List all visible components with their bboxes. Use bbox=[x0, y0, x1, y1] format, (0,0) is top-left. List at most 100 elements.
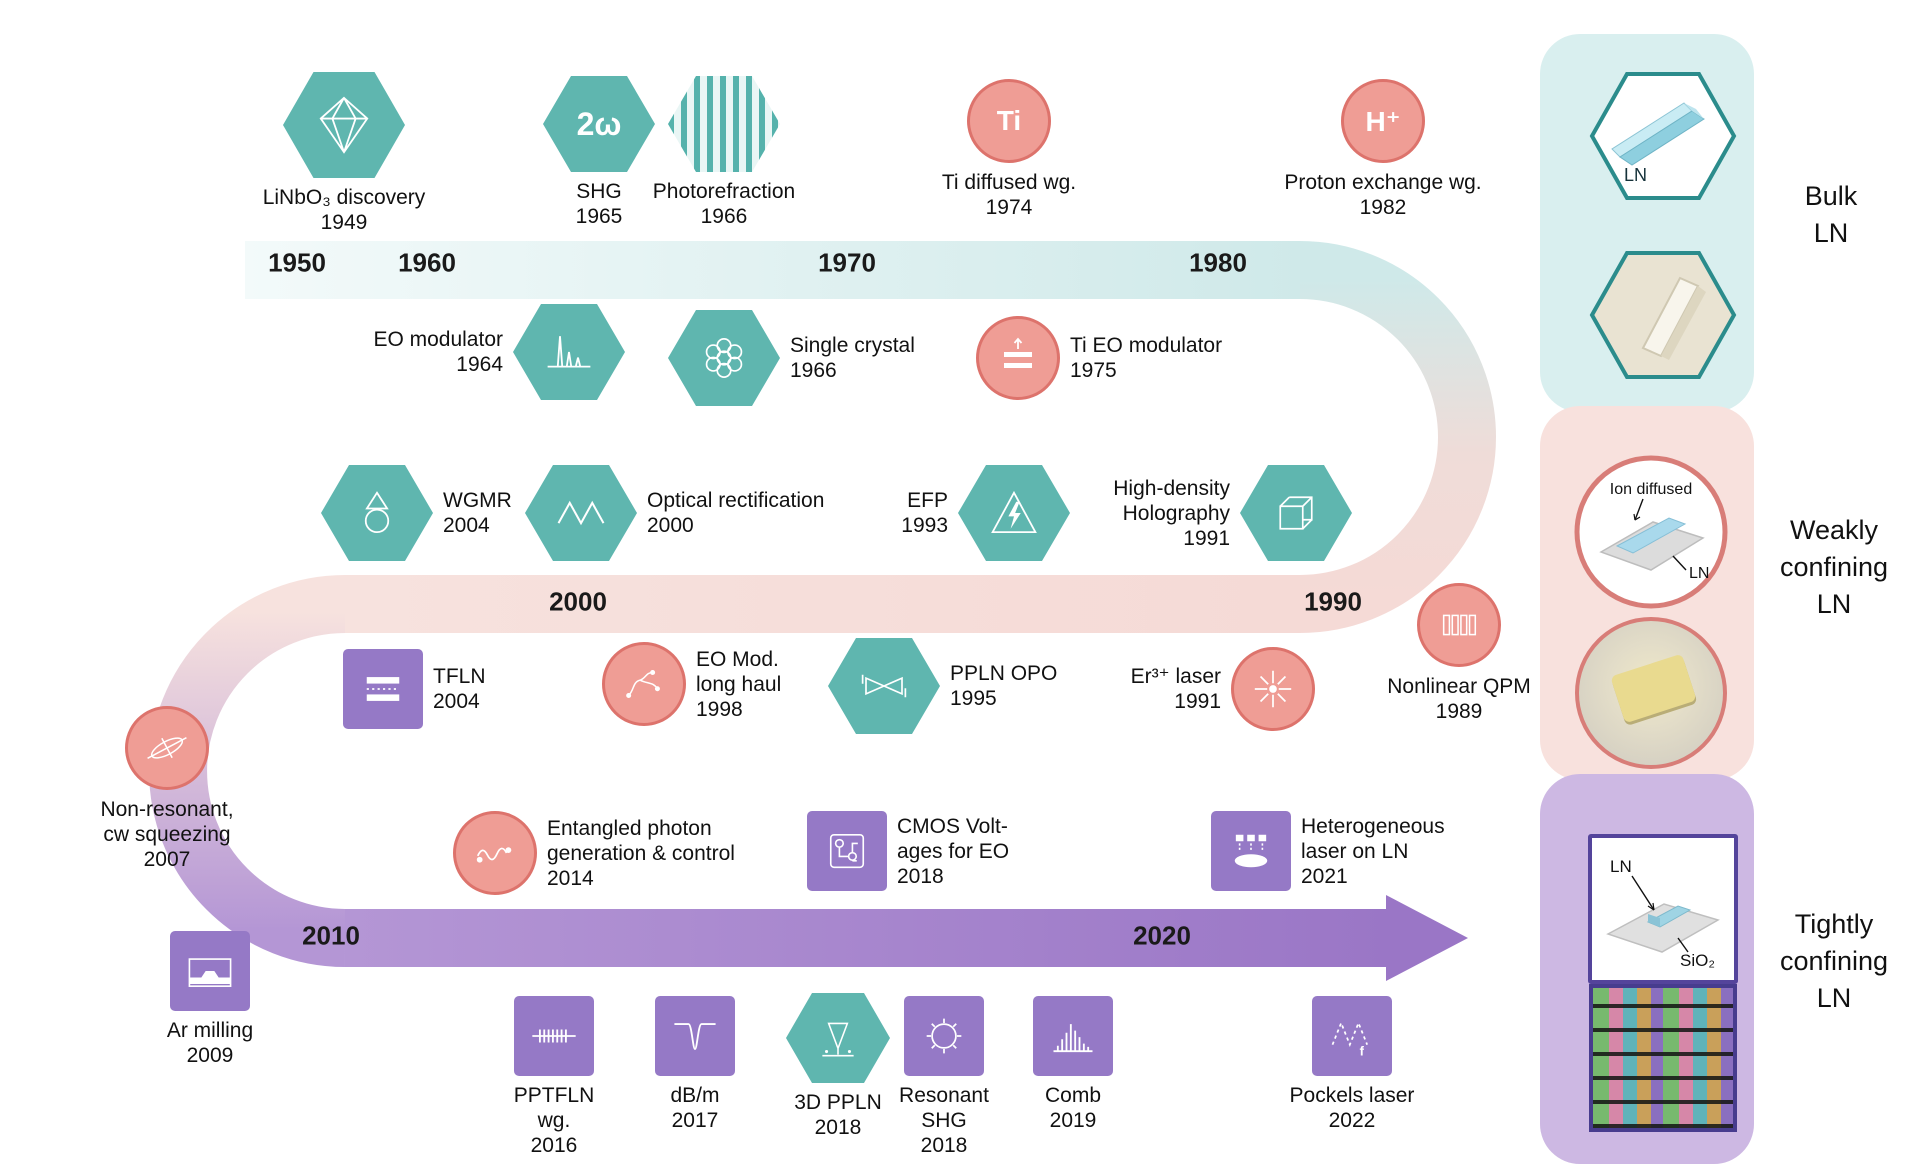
year-1970: 1970 bbox=[818, 247, 876, 278]
eo-mod-long-haul-circle bbox=[602, 642, 686, 726]
photon-wave-icon bbox=[476, 847, 512, 863]
cmos-square bbox=[807, 811, 887, 891]
ti-icon: Ti bbox=[996, 105, 1022, 136]
crystal-photo-streak bbox=[1610, 653, 1698, 724]
photorefraction-hexagon bbox=[668, 76, 780, 172]
svg-text:f: f bbox=[1360, 1044, 1365, 1059]
year-1950: 1950 bbox=[268, 247, 326, 278]
ti-circle: Ti bbox=[967, 79, 1051, 163]
wgmr-hexagon bbox=[321, 465, 433, 561]
periodic-poling-icon bbox=[532, 1029, 576, 1043]
entangled-photon-circle bbox=[453, 811, 537, 895]
proton-circle: H⁺ bbox=[1341, 79, 1425, 163]
crystal-hexagon bbox=[283, 72, 405, 178]
thin-film-icon bbox=[366, 677, 400, 701]
holography-hexagon bbox=[1240, 465, 1352, 561]
event-label: Ti diffused wg.1974 bbox=[941, 171, 1077, 219]
tfln-square bbox=[343, 649, 423, 729]
qpm-circle bbox=[1417, 583, 1501, 667]
year-1960: 1960 bbox=[398, 247, 456, 278]
laser-writing-cone-icon bbox=[822, 1022, 854, 1057]
ti-eo-modulator-circle bbox=[976, 316, 1060, 400]
bowtie-cavity-icon bbox=[861, 674, 907, 698]
event-proton-exchange: H⁺ Proton exchange wg.1982 bbox=[1253, 79, 1513, 220]
year-2010: 2010 bbox=[302, 920, 360, 951]
sio2-label: SiO₂ bbox=[1680, 951, 1715, 970]
ridge-waveguide-svg: LN SiO₂ bbox=[1606, 857, 1720, 970]
optical-rectification-hexagon bbox=[525, 465, 637, 561]
honeycomb-icon bbox=[705, 338, 743, 378]
frequency-comb-icon bbox=[1053, 1024, 1093, 1053]
legend-bulk-ln-photo bbox=[1588, 250, 1738, 385]
ln-ridge-label: LN bbox=[1610, 857, 1632, 876]
ln-bar-hexagon: LN bbox=[1589, 72, 1737, 200]
burst-icon bbox=[1254, 670, 1292, 708]
event-label: Proton exchange wg.1982 bbox=[1284, 171, 1482, 219]
ar-milling-square bbox=[170, 931, 250, 1011]
legend-bulk-ln-diagram: LN bbox=[1588, 71, 1738, 206]
bulk-crystal-photo-hexagon bbox=[1589, 251, 1737, 379]
resonator-icon bbox=[364, 491, 390, 534]
event-ti-diffused-wg: Ti Ti diffused wg.1974 bbox=[909, 79, 1109, 220]
pptfln-square bbox=[514, 996, 594, 1076]
capacitor-icon bbox=[1004, 337, 1032, 368]
laser-on-ln-icon bbox=[1234, 834, 1268, 868]
legend-weakly-photo bbox=[1575, 617, 1727, 769]
shg-hexagon: 2ω bbox=[543, 76, 655, 172]
pockels-laser-square: f bbox=[1312, 996, 1392, 1076]
dbm-square bbox=[655, 996, 735, 1076]
cube-icon bbox=[1279, 496, 1313, 530]
resonance-dip-icon bbox=[674, 1023, 716, 1050]
year-2020: 2020 bbox=[1133, 920, 1191, 951]
er-laser-circle bbox=[1231, 647, 1315, 731]
ppln-opo-hexagon bbox=[828, 638, 940, 734]
heterogeneous-laser-square bbox=[1211, 811, 1291, 891]
single-crystal-hexagon bbox=[668, 310, 780, 406]
triangle-wave-icon bbox=[557, 500, 605, 526]
milled-ridge-icon bbox=[188, 958, 232, 987]
crystal-icon bbox=[319, 96, 369, 154]
legend-ion-diffused-diagram: Ion diffused LN bbox=[1573, 454, 1729, 615]
zigzag-f-icon: f bbox=[1331, 1020, 1368, 1059]
efp-hexagon bbox=[958, 465, 1070, 561]
year-1990: 1990 bbox=[1304, 586, 1362, 617]
circuit-icon bbox=[626, 670, 660, 698]
